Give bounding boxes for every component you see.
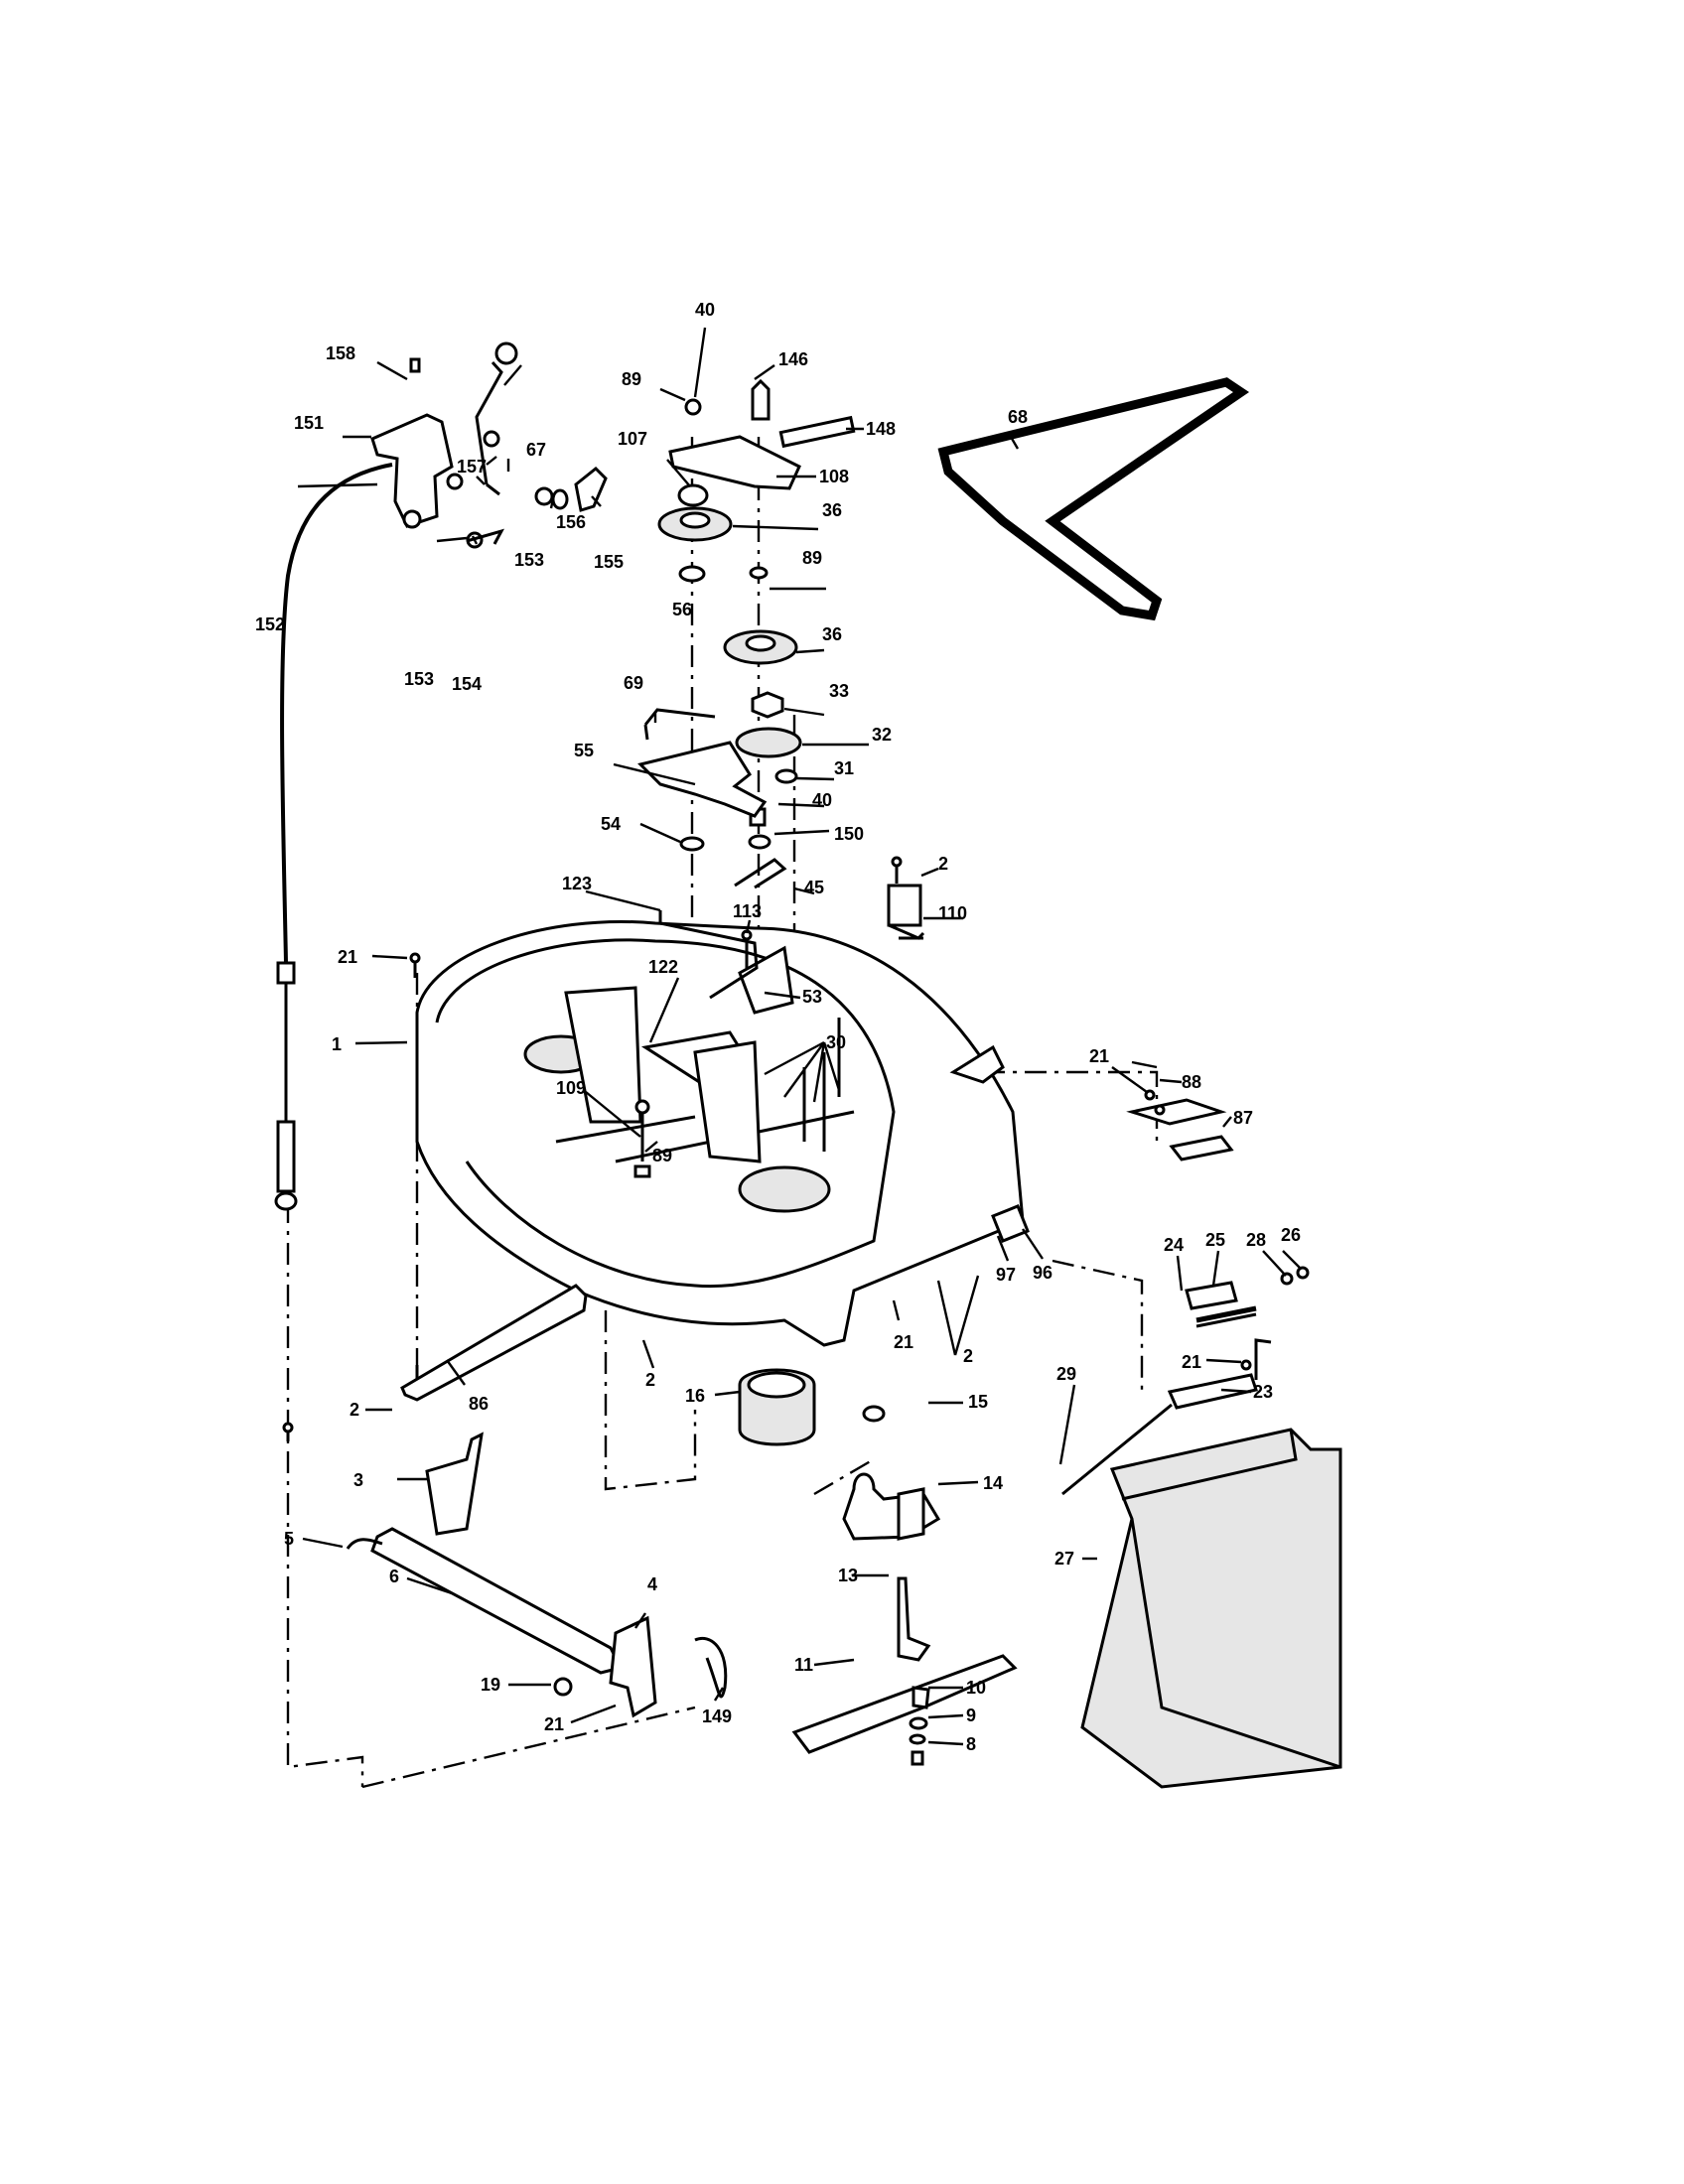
- callout-25: 25: [1205, 1230, 1225, 1250]
- callout-54: 54: [601, 814, 621, 834]
- idler-arm-assembly: [657, 378, 856, 889]
- deck-lift-linkage: [282, 1284, 728, 1718]
- callout-88: 88: [1182, 1072, 1201, 1092]
- callout-23: 23: [1253, 1382, 1273, 1402]
- callout-55: 55: [574, 741, 594, 760]
- callout-3: 3: [353, 1470, 363, 1490]
- callout-154: 154: [452, 674, 482, 694]
- callout-122: 122: [648, 957, 678, 977]
- callout-19: 19: [481, 1675, 500, 1695]
- callout-36: 36: [822, 500, 842, 520]
- callout-89: 89: [652, 1146, 672, 1165]
- callout-14: 14: [983, 1473, 1003, 1493]
- blade-spindle-assembly: [738, 1368, 1018, 1766]
- control-cable: [274, 463, 393, 1211]
- callout-27: 27: [1054, 1549, 1074, 1569]
- callout-56: 56: [672, 600, 692, 619]
- callout-5: 5: [284, 1529, 294, 1549]
- callout-28: 28: [1246, 1230, 1266, 1250]
- leader-lines: [297, 327, 1302, 1746]
- callout-89: 89: [622, 369, 641, 389]
- callout-150: 150: [834, 824, 864, 844]
- callout-67: 67: [526, 440, 546, 460]
- callout-86: 86: [469, 1394, 489, 1414]
- callout-21: 21: [338, 947, 357, 967]
- callout-45: 45: [804, 878, 824, 897]
- callout-89: 89: [802, 548, 822, 568]
- deck-hardware: [409, 856, 925, 1391]
- callout-32: 32: [872, 725, 892, 745]
- callout-156: 156: [556, 512, 586, 532]
- callout-40: 40: [812, 790, 832, 810]
- callout-153: 153: [404, 669, 434, 689]
- callout-4: 4: [647, 1574, 657, 1594]
- callout-16: 16: [685, 1386, 705, 1406]
- callout-153: 153: [514, 550, 544, 570]
- callout-148: 148: [866, 419, 896, 439]
- callout-158: 158: [326, 343, 355, 363]
- callout-15: 15: [968, 1392, 988, 1412]
- callout-123: 123: [562, 874, 592, 893]
- deflector-spring-assembly: [1061, 1266, 1310, 1496]
- callout-36: 36: [822, 624, 842, 644]
- callout-96: 96: [1033, 1263, 1052, 1283]
- callout-152: 152: [255, 614, 285, 634]
- callout-6: 6: [389, 1567, 399, 1586]
- callout-146: 146: [778, 349, 808, 369]
- callout-2: 2: [963, 1346, 973, 1366]
- mower-deck-housing: [415, 919, 1030, 1347]
- callout-40: 40: [695, 300, 715, 320]
- discharge-chute: [1080, 1428, 1342, 1789]
- callout-151: 151: [294, 413, 324, 433]
- callout-2: 2: [938, 854, 948, 874]
- callout-108: 108: [819, 467, 849, 486]
- callout-33: 33: [829, 681, 849, 701]
- callout-68: 68: [1008, 407, 1028, 427]
- callout-97: 97: [996, 1265, 1016, 1285]
- callout-21: 21: [894, 1332, 913, 1352]
- callout-26: 26: [1281, 1225, 1301, 1245]
- callout-157: 157: [457, 457, 487, 477]
- callout-24: 24: [1164, 1235, 1184, 1255]
- engagement-lever-assembly: [370, 341, 608, 549]
- callout-21: 21: [1089, 1046, 1109, 1066]
- callout-10: 10: [966, 1678, 986, 1698]
- callout-53: 53: [802, 987, 822, 1007]
- callout-29: 29: [1056, 1364, 1076, 1384]
- callout-69: 69: [624, 673, 643, 693]
- callout-107: 107: [618, 429, 647, 449]
- deflector-bracket: [1126, 1089, 1234, 1161]
- callout-110: 110: [938, 903, 967, 923]
- callout-8: 8: [966, 1734, 976, 1754]
- callout-149: 149: [702, 1706, 732, 1726]
- idler-plate: [637, 708, 768, 852]
- callout-21: 21: [1182, 1352, 1201, 1372]
- callout-13: 13: [838, 1566, 858, 1585]
- callout-2: 2: [350, 1400, 359, 1420]
- deck-belt: [937, 377, 1250, 621]
- callout-21: 21: [544, 1714, 564, 1734]
- callout-30: 30: [826, 1032, 846, 1052]
- callout-2: 2: [645, 1370, 655, 1390]
- callout-labels: 40 146 89 148 68 107 108 157 67 158 36 8…: [255, 300, 1301, 1754]
- callout-11: 11: [794, 1655, 813, 1675]
- callout-113: 113: [733, 901, 762, 921]
- callout-87: 87: [1233, 1108, 1253, 1128]
- callout-1: 1: [332, 1034, 342, 1054]
- callout-109: 109: [556, 1078, 586, 1098]
- callout-155: 155: [594, 552, 624, 572]
- callout-31: 31: [834, 758, 854, 778]
- callout-9: 9: [966, 1706, 976, 1725]
